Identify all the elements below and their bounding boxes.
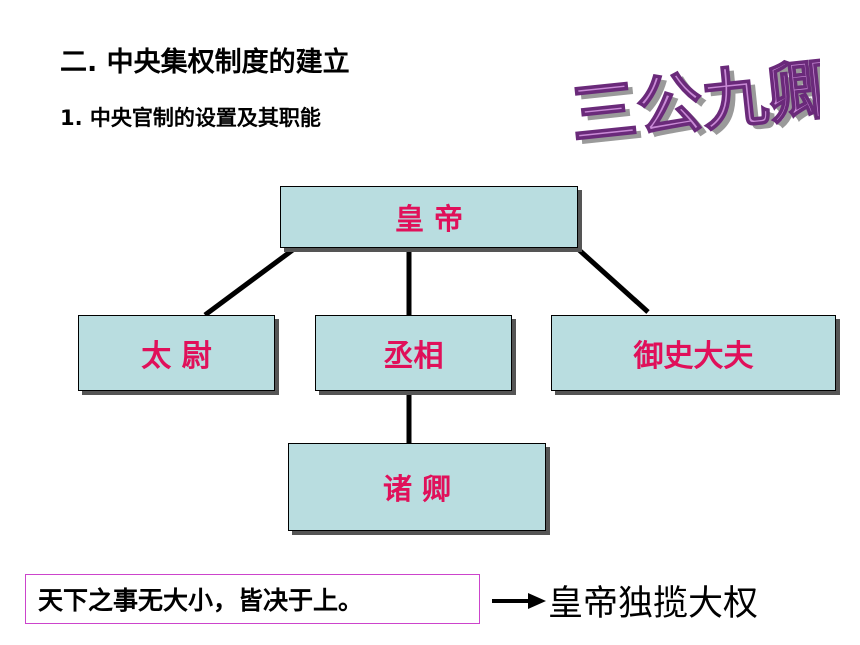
node-emperor-label: 皇 帝 (394, 202, 464, 236)
quote-text: 天下之事无大小，皆决于上。 (38, 586, 364, 615)
node-chancellor: 丞相 (315, 315, 512, 391)
node-censor-label: 御史大夫 (633, 339, 754, 374)
connector-emperor-censor (576, 247, 650, 314)
node-chancellor-label: 丞相 (383, 339, 444, 374)
node-ministers: 诸 卿 (288, 443, 546, 531)
arrow-head (528, 593, 546, 609)
section-heading: 二. 中央集权制度的建立 (60, 47, 350, 78)
quote-box: 天下之事无大小，皆决于上。 (25, 574, 480, 624)
node-ministers-label: 诸 卿 (382, 472, 452, 506)
node-taiwei: 太 尉 (78, 315, 275, 391)
connector-emperor-taiwei (203, 246, 296, 318)
node-censor: 御史大夫 (551, 315, 836, 391)
node-taiwei-label: 太 尉 (141, 339, 212, 374)
conclusion-text: 皇帝独揽大权 (548, 584, 759, 624)
wordart-title: 三公九卿 三公九卿 (566, 49, 820, 150)
section-subheading: 1. 中央官制的设置及其职能 (60, 106, 321, 130)
node-emperor: 皇 帝 (280, 186, 578, 248)
